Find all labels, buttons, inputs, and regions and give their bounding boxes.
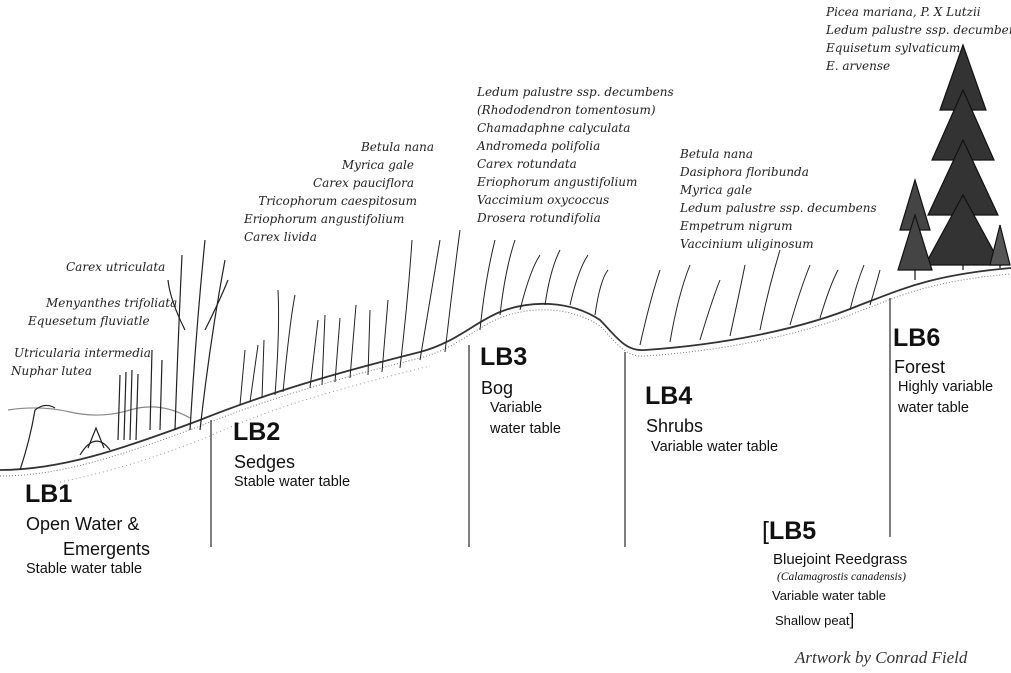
zone-desc-lb1: Stable water table	[26, 559, 142, 580]
zone-desc-lb6: Highly variable water table	[898, 377, 993, 419]
bog-shrubs	[480, 240, 608, 330]
zone-code-text: LB5	[769, 517, 816, 545]
species-label: Carex rotundata	[477, 155, 674, 173]
bracket-close: ]	[849, 610, 854, 629]
zone-desc-line: Shallow peat	[775, 613, 849, 628]
species-label: Equisetum sylvaticum	[826, 39, 1011, 57]
species-label: Andromeda polifolia	[477, 137, 674, 155]
species-label: Nuphar lutea	[11, 362, 151, 380]
zone-desc-lb5: Variable water table	[772, 585, 886, 606]
zone-code-lb1: LB1	[25, 480, 72, 509]
zone-name-lb3: Bog	[481, 377, 513, 399]
species-label: Eriophorum angustifolium	[477, 173, 674, 191]
zone-code-lb2: LB2	[233, 418, 280, 447]
species-list-lb6: Picea mariana, P. X Lutzii Ledum palustr…	[826, 3, 1011, 75]
zone-code-lb5: [LB5	[762, 517, 816, 546]
sedge-plants	[240, 230, 460, 405]
zone-name-lb1: Open Water & Emergents	[26, 513, 150, 560]
species-label: Menyanthes trifoliata	[46, 294, 177, 312]
species-label: Chamadaphne calyculata	[477, 119, 674, 137]
species-label: Ledum palustre ssp. decumbens	[680, 199, 877, 217]
species-label: Tricophorum caespitosum	[244, 192, 417, 210]
species-list-lb1-emergents: Carex utriculata Menyanthes trifoliata E…	[66, 258, 177, 330]
species-label: Carex utriculata	[66, 258, 177, 276]
species-label: Drosera rotundifolia	[477, 209, 674, 227]
species-list-lb1-water: Utricularia intermedia Nuphar lutea	[14, 344, 151, 380]
species-list-lb3: Ledum palustre ssp. decumbens (Rhododend…	[477, 83, 674, 227]
species-label: Myrica gale	[244, 156, 414, 174]
zone-code-lb6: LB6	[893, 324, 940, 353]
zone-name-lb6: Forest	[894, 356, 945, 378]
species-list-lb2: Betula nana Myrica gale Carex pauciflora…	[244, 138, 434, 246]
zone-code-lb3: LB3	[480, 343, 527, 372]
species-label: Myrica gale	[680, 181, 877, 199]
species-label: E. arvense	[826, 57, 1011, 75]
species-label: Eriophorum angustifolium	[244, 210, 402, 228]
zone-desc-line: Highly variable	[898, 377, 993, 398]
zone-desc-line: Variable	[490, 398, 561, 419]
species-label: Carex pauciflora	[244, 174, 414, 192]
species-label: Utricularia intermedia	[14, 344, 151, 362]
species-label: Picea mariana, P. X Lutzii	[826, 3, 1011, 21]
zone-desc-lb5-peat: Shallow peat]	[775, 609, 854, 631]
zone-desc-lb4: Variable water table	[651, 437, 778, 458]
species-label: Dasiphora floribunda	[680, 163, 877, 181]
species-label: Vaccimium oxycoccus	[477, 191, 674, 209]
zone-desc-lb2: Stable water table	[234, 472, 350, 493]
species-label: Vaccinium uliginosum	[680, 235, 877, 253]
species-list-lb4: Betula nana Dasiphora floribunda Myrica …	[680, 145, 877, 253]
zone-name-lb4: Shrubs	[646, 415, 703, 437]
bracket-open: [	[762, 517, 769, 545]
species-label: Carex livida	[244, 228, 434, 246]
species-label: Betula nana	[244, 138, 434, 156]
species-label: Betula nana	[680, 145, 877, 163]
spruce-trees	[898, 45, 1010, 280]
species-label: Empetrum nigrum	[680, 217, 877, 235]
shrub-plants	[640, 250, 880, 345]
zone-desc-line: water table	[898, 398, 993, 419]
zone-name-line: Emergents	[63, 538, 150, 560]
species-label: Equesetum fluviatle	[28, 312, 177, 330]
artwork-credit: Artwork by Conrad Field	[795, 648, 967, 668]
zone-desc-lb3: Variable water table	[490, 398, 561, 440]
species-label: (Rhododendron tomentosum)	[477, 101, 674, 119]
zone-name-lb2: Sedges	[234, 451, 295, 473]
zone-name-line: Open Water &	[26, 513, 150, 535]
species-label: Ledum palustre ssp. decumbens	[826, 21, 1011, 39]
zone-code-lb4: LB4	[645, 382, 692, 411]
zone-desc-line: water table	[490, 419, 561, 440]
species-label: Ledum palustre ssp. decumbens	[477, 83, 674, 101]
water-surface	[8, 407, 190, 418]
